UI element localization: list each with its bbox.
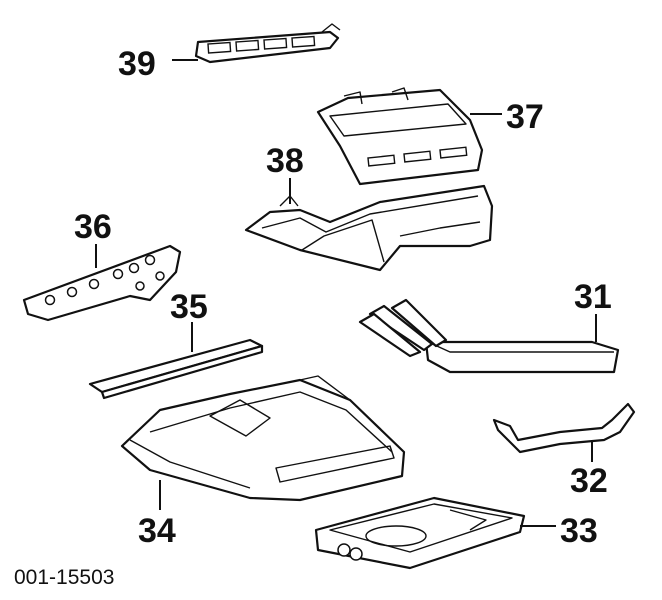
part-39-grille bbox=[194, 23, 341, 64]
part-37-upper-case bbox=[316, 87, 484, 186]
callout-38: 38 bbox=[266, 142, 304, 180]
part-34-lower-housing bbox=[120, 375, 406, 502]
callout-33: 33 bbox=[560, 512, 598, 550]
part-33-tray bbox=[314, 496, 526, 570]
part-31-heater-core bbox=[358, 298, 620, 374]
document-id: 001-15503 bbox=[14, 566, 114, 589]
callout-34: 34 bbox=[138, 512, 176, 550]
callout-36: 36 bbox=[74, 208, 112, 246]
callout-37: 37 bbox=[506, 98, 544, 136]
callout-31: 31 bbox=[574, 278, 612, 316]
part-35-seal-strip bbox=[88, 338, 264, 400]
callout-32: 32 bbox=[570, 462, 608, 500]
part-32-tube bbox=[492, 402, 636, 454]
part-38-housing bbox=[244, 184, 494, 272]
callout-39: 39 bbox=[118, 45, 156, 83]
callout-35: 35 bbox=[170, 288, 208, 326]
part-36-bracket bbox=[22, 244, 182, 322]
